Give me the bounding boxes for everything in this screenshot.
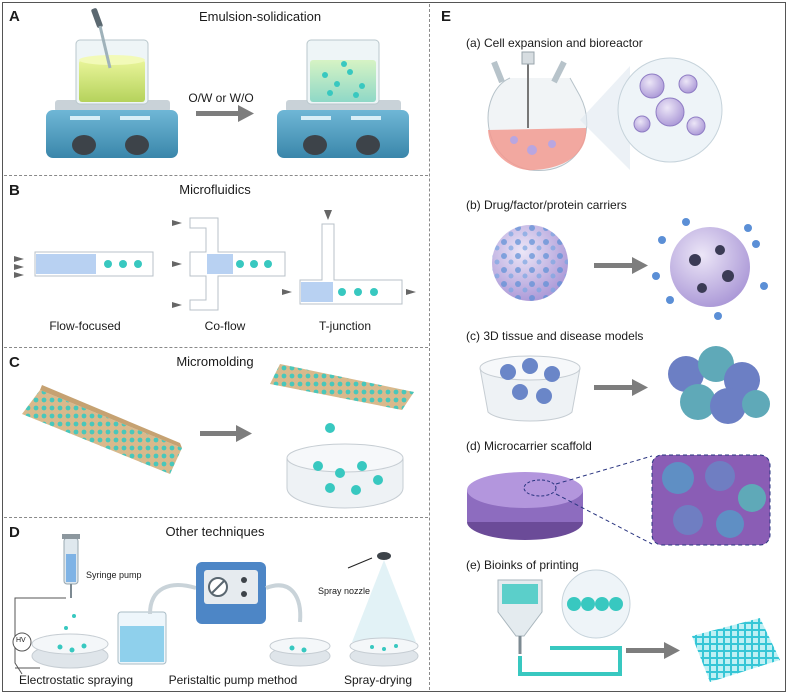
hv-circuit [12, 597, 66, 675]
bioreactor-flask-icon [487, 51, 588, 171]
print-nozzle-icon [497, 579, 543, 654]
beaker-left [75, 39, 149, 105]
microfluidics-illustration [14, 210, 416, 311]
beaker-right [306, 39, 380, 105]
panel-b-letter: B [9, 182, 20, 199]
tubing-right [265, 583, 303, 623]
collection-dish-c [286, 443, 404, 509]
divider-cd [4, 517, 428, 518]
panel-d-title: Other techniques [165, 524, 265, 539]
dish-with-spheroids [479, 355, 581, 422]
hv-label: HV [16, 637, 26, 644]
arrow-right-c [200, 425, 252, 442]
peristaltic-pump-icon [196, 562, 266, 624]
mold-plate-right [270, 364, 414, 410]
collection-dish-spray [349, 637, 419, 667]
flow-focused-channel [14, 251, 154, 278]
item-a-title: (a) Cell expansion and bioreactor [466, 36, 643, 50]
co-flow-channel [172, 217, 286, 311]
emulsion-illustration [46, 8, 409, 158]
zoom-bubble-a [617, 57, 723, 163]
tubing-left [148, 583, 197, 615]
divider-ab [4, 175, 428, 176]
panel-d-letter: D [9, 524, 20, 541]
divider-bc [4, 347, 428, 348]
panel-c: C Micromolding [0, 348, 428, 517]
callout-syringe-pump: Syringe pump [86, 570, 142, 580]
panel-b: B Microfluidics [0, 176, 428, 347]
scaffold-zoom-inset [651, 454, 771, 546]
hot-plate-stirrer-left [46, 100, 178, 158]
printed-filament [518, 646, 622, 676]
nozzle-callout-arrow [347, 557, 373, 569]
label-peristaltic-pump-method: Peristaltic pump method [168, 673, 298, 687]
spray-nozzle-icon [377, 552, 391, 560]
arrow-right-ee [626, 642, 680, 659]
panel-a: A Emulsion-solidication [0, 0, 428, 175]
zoom-wedge-a [580, 66, 630, 170]
syringe-icon [62, 534, 80, 598]
arrow-label-ow-wo: O/W or W/O [188, 91, 254, 105]
item-c-title: (c) 3D tissue and disease models [466, 329, 644, 343]
panel-a-title: Emulsion-solidication [198, 9, 322, 24]
panel-c-title: Micromolding [176, 354, 254, 369]
collection-dish-electrostatic [31, 614, 109, 669]
releasing-microsphere-icon [652, 218, 768, 320]
panel-a-letter: A [9, 8, 20, 25]
label-spray-drying: Spray-drying [343, 673, 413, 687]
label-flow-focused: Flow-focused [49, 319, 121, 333]
other-techniques-illustration [12, 534, 419, 675]
pipette-icon [91, 8, 112, 69]
label-electrostatic-spraying: Electrostatic spraying [18, 673, 134, 687]
zoom-bubble-e [561, 569, 631, 639]
collection-dish-peristaltic [269, 637, 331, 667]
item-b-title: (b) Drug/factor/protein carriers [466, 198, 627, 212]
mold-plate-left [22, 385, 182, 474]
spray-cone [352, 560, 416, 642]
tissue-aggregate-icon [668, 346, 770, 424]
panel-e: E (a) Cell expansion and bioreactor (b) … [430, 0, 786, 692]
arrow-right-ec [594, 379, 648, 396]
micromolding-illustration [22, 364, 414, 509]
panel-d: D Other techniques [0, 518, 428, 692]
printed-lattice-icon [692, 618, 780, 682]
panel-e-letter: E [441, 8, 452, 25]
zoom-line-top [555, 455, 653, 485]
label-t-junction: T-junction [318, 319, 372, 333]
callout-spray-nozzle: Spray nozzle [318, 586, 371, 596]
falling-microsphere [325, 423, 335, 433]
scaffold-disc-icon [467, 472, 583, 540]
t-junction-channel [282, 210, 416, 305]
hot-plate-stirrer-right [277, 100, 409, 158]
beaker-blue [117, 611, 167, 665]
loaded-microsphere-icon [492, 225, 568, 301]
item-d-title: (d) Microcarrier scaffold [466, 439, 592, 453]
item-e-title: (e) Bioinks of printing [466, 558, 579, 572]
divider-left-right [429, 4, 430, 690]
applications-illustration [467, 51, 780, 682]
panel-b-title: Microfluidics [179, 182, 251, 197]
arrow-right-a [196, 105, 254, 122]
panel-c-letter: C [9, 354, 20, 371]
label-co-flow: Co-flow [204, 319, 246, 333]
arrow-right-eb [594, 257, 648, 274]
